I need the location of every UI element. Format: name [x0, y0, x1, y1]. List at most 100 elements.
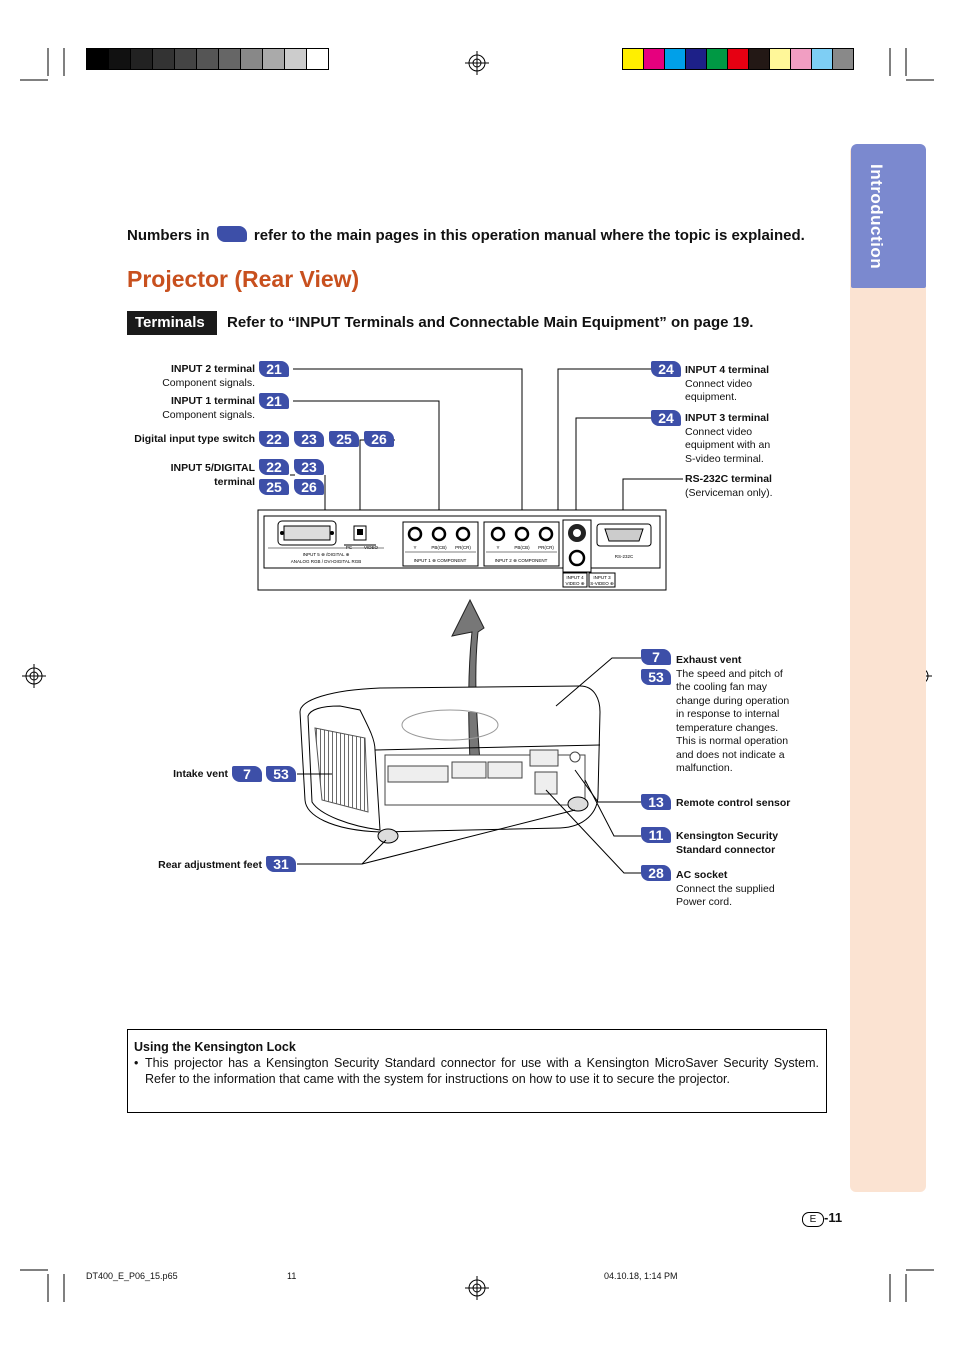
page-title: Projector (Rear View): [127, 266, 360, 292]
input3-desc-1: Connect video: [685, 425, 753, 438]
panel-label: Y: [413, 545, 416, 550]
footer-page: 11: [287, 1271, 297, 1281]
digital-switch-page-ref-3[interactable]: 25: [329, 431, 359, 447]
color-swatch: [174, 49, 196, 69]
page-num: -11: [824, 1210, 843, 1225]
terminals-badge: [127, 311, 217, 335]
input3-desc-2: equipment with an: [685, 439, 771, 451]
input5-page-ref-4[interactable]: 26: [294, 479, 324, 495]
rs232c-desc: (Serviceman only).: [685, 486, 773, 499]
input1-page-ref[interactable]: 21: [259, 393, 289, 409]
remote-name: Remote control sensor: [676, 797, 791, 809]
exhaust-desc-2: the cooling fan may: [676, 681, 768, 693]
kensington-page-ref[interactable]: 11: [641, 827, 671, 843]
input3-desc-3: S-video terminal.: [685, 452, 764, 465]
input3-page-ref[interactable]: 24: [651, 410, 681, 426]
input4-page-ref[interactable]: 24: [651, 361, 681, 377]
color-swatch: [685, 49, 706, 69]
digital-switch-page-ref-1[interactable]: 22: [259, 431, 289, 447]
terminals-reference: Refer to “INPUT Terminals and Connectabl…: [227, 314, 754, 331]
intake-page-ref-1[interactable]: 7: [232, 766, 262, 782]
input5-page-ref-1[interactable]: 22: [259, 459, 289, 475]
panel-label: S-VIDEO ⊕: [590, 581, 614, 586]
panel-label: VIDEO: [364, 545, 379, 550]
remote-page-ref[interactable]: 13: [641, 794, 671, 810]
input4-desc-1: Connect video: [685, 377, 753, 390]
color-swatch: [706, 49, 727, 69]
digital-switch-page-ref-2[interactable]: 23: [294, 431, 324, 447]
input1-name: INPUT 1 terminal: [170, 395, 255, 407]
kensington-box-title: Using the Kensington Lock: [134, 1040, 296, 1054]
input5-name-1: INPUT 5/DIGITAL: [170, 462, 255, 474]
color-swatch: [643, 49, 664, 69]
color-swatch: [748, 49, 769, 69]
input5-page-ref-3[interactable]: 25: [259, 479, 289, 495]
registration-mark-bottom: [465, 1276, 489, 1300]
page-number: E-11: [802, 1210, 842, 1227]
footer-file: DT400_E_P06_15.p65: [86, 1271, 178, 1281]
exhaust-desc-6: This is normal operation: [676, 735, 789, 747]
input2-desc: Component signals.: [162, 376, 255, 389]
color-swatch: [130, 49, 152, 69]
input2-page-ref[interactable]: 21: [259, 361, 289, 377]
kensington-name-2: Standard connector: [676, 843, 776, 856]
digital-switch-page-ref-4[interactable]: 26: [364, 431, 394, 447]
color-bar: [622, 48, 854, 70]
ac-page-ref[interactable]: 28: [641, 865, 671, 881]
panel-label: ANALOG RGB / DVI-DIGITAL RGB: [291, 559, 362, 564]
exhaust-name: Exhaust vent: [676, 654, 742, 666]
side-panel: [850, 146, 926, 1192]
terminals-badge-label: Terminals: [135, 314, 205, 331]
panel-label: INPUT 1 ⊕ COMPONENT: [414, 558, 467, 563]
color-swatch: [196, 49, 218, 69]
input4-desc-2: equipment.: [685, 391, 737, 403]
color-swatch: [790, 49, 811, 69]
feet-page-ref[interactable]: 31: [266, 856, 296, 872]
exhaust-desc-8: malfunction.: [676, 762, 733, 774]
page-ref-swatch: [216, 226, 247, 242]
color-swatch: [623, 49, 643, 69]
panel-label: VIDEO ⊕: [565, 581, 584, 586]
ac-name: AC socket: [676, 869, 728, 881]
intake-page-ref-2[interactable]: 53: [266, 766, 296, 782]
projector-drawing: [299, 685, 601, 844]
footer-date: 04.10.18, 1:14 PM: [604, 1271, 678, 1281]
side-tab-introduction[interactable]: Introduction: [851, 144, 926, 288]
exhaust-page-ref-1[interactable]: 7: [641, 649, 671, 665]
kensington-name-1: Kensington Security: [676, 830, 779, 842]
color-swatch: [769, 49, 790, 69]
panel-label: INPUT 5 ⊕ /DIGITAL ⊕: [303, 552, 350, 557]
intake-name: Intake vent: [173, 768, 228, 780]
header-note-before: Numbers in: [127, 227, 210, 244]
input5-page-ref-2[interactable]: 23: [294, 459, 324, 475]
exhaust-desc-1: The speed and pitch of: [676, 667, 783, 680]
panel-label: PB(CB): [514, 545, 530, 550]
panel-label: INPUT 2 ⊕ COMPONENT: [495, 558, 548, 563]
feet-name: Rear adjustment feet: [158, 859, 262, 871]
color-swatch: [262, 49, 284, 69]
ac-desc-2: Power cord.: [676, 896, 733, 908]
color-swatch: [108, 49, 130, 69]
side-tab-label: Introduction: [867, 164, 886, 270]
kensington-info-box: [127, 1029, 827, 1113]
exhaust-desc-3: change during operation: [676, 694, 790, 707]
input1-desc: Component signals.: [162, 408, 255, 421]
header-note-after: refer to the main pages in this operatio…: [253, 227, 805, 244]
digital-switch-name: Digital input type switch: [134, 433, 255, 445]
rear-panel-drawing: INPUT 5 ⊕ /DIGITAL ⊕ ANALOG RGB / DVI-DI…: [257, 509, 667, 591]
panel-label: INPUT 4: [566, 575, 584, 580]
color-swatch: [306, 49, 328, 69]
color-swatch: [664, 49, 685, 69]
exhaust-page-ref-2[interactable]: 53: [641, 669, 671, 685]
exhaust-desc-4: in response to internal: [676, 708, 780, 720]
input2-name: INPUT 2 terminal: [170, 363, 255, 375]
color-swatch: [727, 49, 748, 69]
input5-name-2: terminal: [214, 475, 255, 488]
page-letter: E: [802, 1212, 824, 1227]
panel-label: PC: [346, 545, 353, 550]
color-swatch: [832, 49, 853, 69]
color-swatch: [152, 49, 174, 69]
panel-label: PR(CR): [455, 545, 471, 550]
exhaust-desc-5: temperature changes.: [676, 721, 779, 734]
